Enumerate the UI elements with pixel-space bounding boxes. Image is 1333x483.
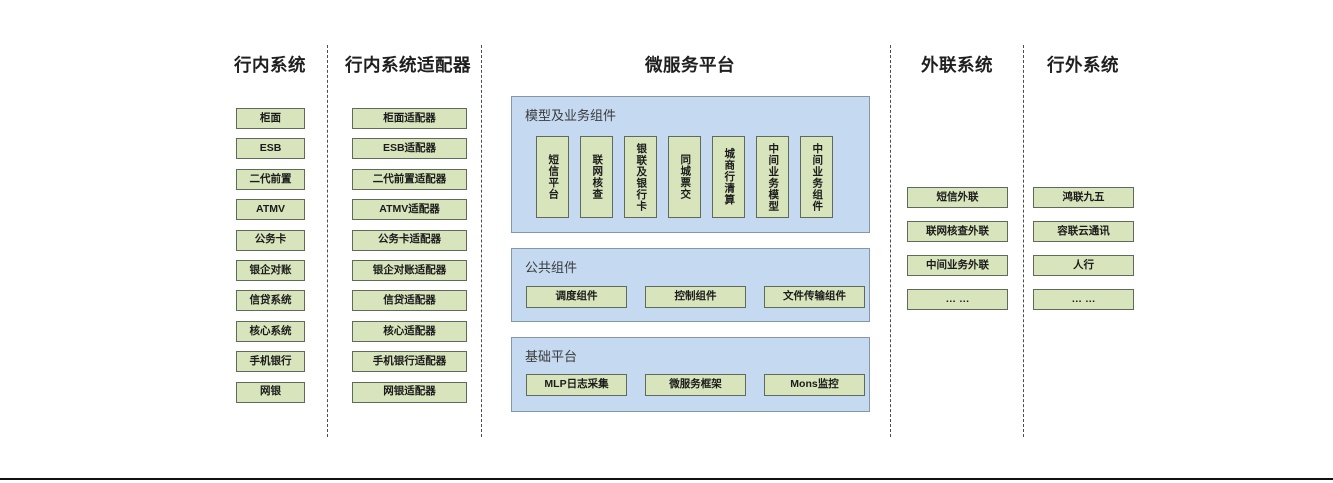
node-in-bank-adapters-4[interactable]: ATMV适配器 (352, 199, 467, 221)
node-external-link-systems-2[interactable]: 联网核查外联 (907, 221, 1008, 242)
node-in-bank-systems-4[interactable]: ATMV (236, 199, 305, 221)
node-in-bank-adapters-8[interactable]: 核心适配器 (352, 320, 467, 342)
column-title-in-bank-adapters: 行内系统适配器 (345, 55, 471, 75)
divider-3 (890, 45, 891, 437)
divider-1 (327, 45, 328, 437)
panel-title-base-platform: 基础平台 (525, 349, 578, 364)
node-model-business-components-1[interactable]: 短信平台 (536, 136, 569, 218)
node-public-components-1[interactable]: 调度组件 (526, 286, 627, 308)
platform-title: 微服务平台 (645, 55, 735, 75)
node-in-bank-adapters-1[interactable]: 柜面适配器 (352, 108, 467, 129)
node-in-bank-systems-1[interactable]: 柜面 (236, 108, 305, 129)
node-model-business-components-3[interactable]: 银联及银行卡 (624, 136, 657, 218)
node-in-bank-systems-3[interactable]: 二代前置 (236, 168, 305, 190)
node-in-bank-systems-6[interactable]: 银企对账 (236, 260, 305, 281)
panel-title-model-business-components: 模型及业务组件 (525, 108, 617, 123)
node-in-bank-adapters-3[interactable]: 二代前置适配器 (352, 168, 467, 190)
node-in-bank-systems-8[interactable]: 核心系统 (236, 320, 305, 342)
node-model-business-components-7[interactable]: 中间业务组件 (800, 136, 833, 218)
column-title-out-of-bank-systems: 行外系统 (1047, 55, 1119, 75)
node-in-bank-systems-9[interactable]: 手机银行 (236, 351, 305, 373)
node-out-of-bank-systems-1[interactable]: 鸿联九五 (1033, 187, 1134, 208)
node-in-bank-adapters-2[interactable]: ESB适配器 (352, 138, 467, 160)
node-public-components-2[interactable]: 控制组件 (645, 286, 746, 308)
node-base-platform-3[interactable]: Mons监控 (764, 374, 865, 396)
node-base-platform-2[interactable]: 微服务框架 (645, 374, 746, 396)
node-in-bank-systems-5[interactable]: 公务卡 (236, 229, 305, 251)
panel-public-components: 公共组件 (511, 248, 870, 322)
panel-title-public-components: 公共组件 (525, 260, 578, 275)
bottom-rule (0, 478, 1333, 480)
node-in-bank-adapters-5[interactable]: 公务卡适配器 (352, 229, 467, 251)
node-out-of-bank-systems-2[interactable]: 容联云通讯 (1033, 221, 1134, 242)
node-model-business-components-4[interactable]: 同城票交 (668, 136, 701, 218)
column-title-in-bank-systems: 行内系统 (234, 55, 306, 75)
divider-4 (1023, 45, 1024, 437)
node-model-business-components-5[interactable]: 城商行清算 (712, 136, 745, 218)
node-model-business-components-6[interactable]: 中间业务模型 (756, 136, 789, 218)
node-in-bank-systems-10[interactable]: 网银 (236, 381, 305, 403)
node-in-bank-adapters-9[interactable]: 手机银行适配器 (352, 351, 467, 373)
node-external-link-systems-3[interactable]: 中间业务外联 (907, 255, 1008, 276)
node-model-business-components-2[interactable]: 联网核查 (580, 136, 613, 218)
node-out-of-bank-systems-4[interactable]: … … (1033, 289, 1134, 310)
node-base-platform-1[interactable]: MLP日志采集 (526, 374, 627, 396)
divider-2 (481, 45, 482, 437)
node-external-link-systems-1[interactable]: 短信外联 (907, 187, 1008, 208)
column-title-external-link-systems: 外联系统 (921, 55, 993, 75)
node-in-bank-adapters-10[interactable]: 网银适配器 (352, 381, 467, 403)
node-out-of-bank-systems-3[interactable]: 人行 (1033, 255, 1134, 276)
node-in-bank-adapters-6[interactable]: 银企对账适配器 (352, 260, 467, 281)
node-in-bank-adapters-7[interactable]: 信贷适配器 (352, 290, 467, 312)
node-in-bank-systems-2[interactable]: ESB (236, 138, 305, 160)
node-in-bank-systems-7[interactable]: 信贷系统 (236, 290, 305, 312)
node-external-link-systems-4[interactable]: … … (907, 289, 1008, 310)
node-public-components-3[interactable]: 文件传输组件 (764, 286, 865, 308)
